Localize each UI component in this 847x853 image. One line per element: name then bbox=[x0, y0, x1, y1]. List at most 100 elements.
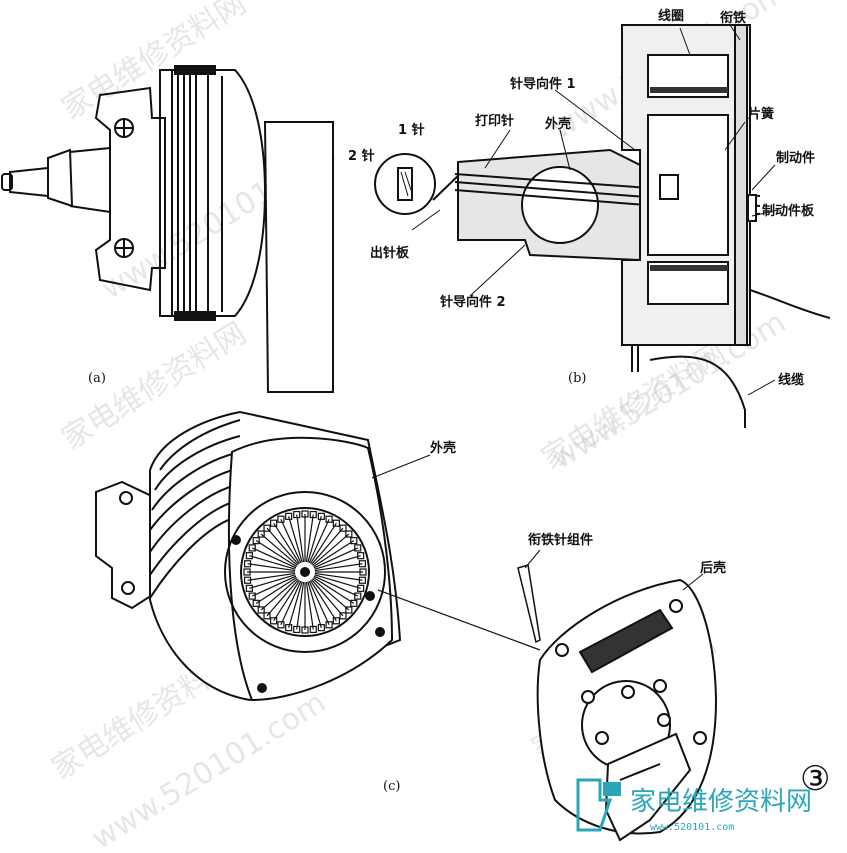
pin-tip bbox=[354, 544, 362, 552]
pin-tip bbox=[339, 524, 347, 532]
pin-tip bbox=[252, 537, 260, 545]
pin-spoke bbox=[247, 563, 296, 572]
pin-spoke bbox=[313, 576, 355, 604]
pin-tip bbox=[358, 576, 367, 584]
pin-tip bbox=[309, 625, 317, 634]
pin-tip bbox=[350, 537, 358, 545]
pin-tip bbox=[301, 626, 309, 634]
pin-spoke bbox=[312, 533, 350, 566]
pin-tip bbox=[325, 515, 333, 523]
pin-tip bbox=[277, 621, 285, 629]
leader-line bbox=[682, 573, 704, 591]
pin-spoke bbox=[307, 581, 322, 628]
label-cable: 线缆 bbox=[778, 372, 804, 388]
pin-tip bbox=[293, 510, 301, 519]
pin-spoke bbox=[273, 522, 301, 564]
pin-spoke bbox=[308, 518, 330, 564]
pin-spoke bbox=[288, 516, 303, 563]
pin-tip bbox=[309, 510, 317, 519]
pin-tip bbox=[248, 544, 256, 552]
figure-number-badge: ③ bbox=[800, 759, 830, 799]
pin-tip bbox=[248, 592, 256, 600]
label-coil: 线圈 bbox=[658, 8, 684, 24]
pin-spoke bbox=[255, 576, 297, 604]
explode-line bbox=[377, 589, 541, 651]
pin-spoke bbox=[280, 580, 302, 626]
pin-spoke bbox=[251, 547, 297, 569]
pin-spoke bbox=[308, 580, 330, 626]
pin-tip bbox=[257, 606, 265, 614]
label-housing-b: 外壳 bbox=[544, 116, 571, 132]
pin-array-spokes bbox=[243, 510, 367, 634]
pin-spoke bbox=[305, 514, 314, 563]
pin-tip bbox=[339, 612, 347, 620]
label-armature-pin-assembly: 衔铁针组件 bbox=[528, 532, 593, 548]
pin-tip bbox=[245, 552, 253, 560]
pin-spoke bbox=[266, 579, 299, 617]
caption-a: (a) bbox=[88, 371, 106, 386]
pin-spoke bbox=[314, 574, 361, 589]
pin-tip bbox=[325, 621, 333, 629]
label-brake-plate: 制动件板 bbox=[762, 203, 815, 219]
pin-spoke bbox=[314, 572, 363, 581]
figure-c-exploded-view bbox=[95, 410, 402, 702]
pin-spoke bbox=[312, 578, 350, 611]
pin-tip bbox=[285, 512, 293, 520]
pin-spoke bbox=[288, 581, 303, 628]
pin-tip bbox=[245, 584, 253, 592]
pin-tip bbox=[270, 519, 278, 527]
pin-tip bbox=[263, 612, 271, 620]
pin-tip bbox=[270, 617, 278, 625]
pin-tip bbox=[332, 519, 340, 527]
pin-spoke bbox=[305, 581, 314, 630]
armature-pin-assembly bbox=[517, 564, 541, 644]
label-pin-guide-1: 针导向件 1 bbox=[509, 76, 576, 92]
pin-tip bbox=[243, 568, 251, 576]
pin-tip bbox=[243, 560, 252, 568]
label-brake: 制动件 bbox=[776, 150, 815, 166]
pin-spoke bbox=[249, 574, 296, 589]
pin-spoke bbox=[251, 575, 297, 597]
pin-spoke bbox=[266, 527, 299, 565]
site-logo: 家电维修资料网 www.520101.com bbox=[576, 778, 812, 833]
pin-spoke bbox=[296, 581, 305, 630]
pin-tip bbox=[350, 599, 358, 607]
label-pin-1: 1 针 bbox=[398, 122, 425, 138]
pin-spoke bbox=[296, 514, 305, 563]
pin-spoke bbox=[311, 579, 344, 617]
leader-line bbox=[524, 549, 541, 569]
pin-spoke bbox=[311, 527, 344, 565]
pin-spoke bbox=[313, 540, 355, 568]
pin-spoke bbox=[249, 555, 296, 570]
figure-a-side-view bbox=[1, 65, 334, 393]
label-exit-plate: 出针板 bbox=[370, 245, 410, 261]
pin-tip bbox=[285, 624, 293, 632]
pin-spoke bbox=[247, 572, 296, 581]
pin-spoke bbox=[255, 540, 297, 568]
pin-tip bbox=[301, 510, 309, 518]
pin-tip bbox=[257, 530, 265, 538]
pin-spoke bbox=[280, 518, 302, 564]
label-yoke: 衔铁 bbox=[720, 10, 746, 26]
pin-spoke bbox=[314, 563, 363, 572]
leader-line bbox=[371, 454, 431, 479]
pin-spoke bbox=[313, 575, 359, 597]
caption-c: (c) bbox=[383, 779, 400, 794]
pin-spoke bbox=[307, 516, 322, 563]
pin-spoke bbox=[260, 578, 298, 611]
pin-tip bbox=[357, 552, 365, 560]
label-leaf-spring: 片簧 bbox=[748, 106, 774, 122]
pin-tip bbox=[252, 599, 260, 607]
pin-tip bbox=[345, 530, 353, 538]
pin-spoke bbox=[260, 533, 298, 566]
label-print-pin: 打印针 bbox=[475, 113, 514, 129]
pin-tip bbox=[345, 606, 353, 614]
pin-tip bbox=[332, 617, 340, 625]
pin-tip bbox=[243, 576, 252, 584]
pin-tip bbox=[357, 584, 365, 592]
figure-b-cross-section bbox=[374, 24, 831, 428]
label-pin-guide-2: 针导向件 2 bbox=[439, 294, 506, 310]
label-housing-c: 外壳 bbox=[429, 440, 456, 456]
pin-spoke bbox=[313, 547, 359, 569]
